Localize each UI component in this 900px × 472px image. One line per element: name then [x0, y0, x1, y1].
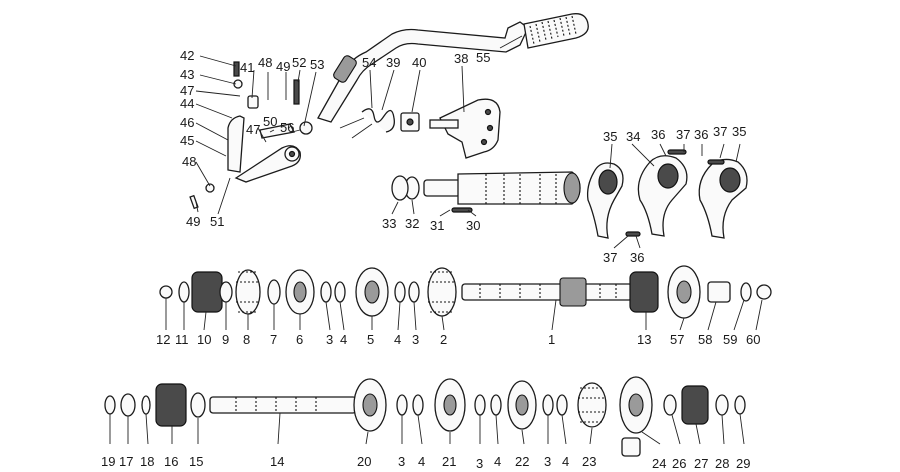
callout-49: 49: [186, 214, 200, 229]
callout-3: 3: [476, 456, 483, 471]
callout-37: 37: [676, 127, 690, 142]
callout-21: 21: [442, 454, 456, 469]
callout-3: 3: [326, 332, 333, 347]
callout-41: 41: [240, 60, 254, 75]
callout-36: 36: [630, 250, 644, 265]
callout-12: 12: [156, 332, 170, 347]
callout-35: 35: [732, 124, 746, 139]
callout-4: 4: [562, 454, 569, 469]
callout-52: 52: [292, 55, 306, 70]
callout-8: 8: [243, 332, 250, 347]
kickstart-lever: [317, 13, 589, 123]
leader-lines: [109, 35, 763, 445]
callout-19: 19: [101, 454, 115, 469]
selector-forks: [586, 149, 748, 239]
callout-4: 4: [394, 332, 401, 347]
callout-56: 56: [280, 120, 294, 135]
callout-50: 50: [263, 114, 277, 129]
callout-48: 48: [258, 55, 272, 70]
callout-44: 44: [180, 96, 194, 111]
callout-53: 53: [310, 57, 324, 72]
callout-43: 43: [180, 67, 194, 82]
callout-54: 54: [362, 55, 376, 70]
callout-35: 35: [603, 129, 617, 144]
callout-29: 29: [736, 456, 750, 471]
callout-40: 40: [412, 55, 426, 70]
callout-51: 51: [210, 214, 224, 229]
callout-37: 37: [713, 124, 727, 139]
lay-shaft-assembly: [104, 376, 746, 457]
callout-27: 27: [694, 456, 708, 471]
callout-26: 26: [672, 456, 686, 471]
callout-15: 15: [189, 454, 203, 469]
main-shaft-assembly: [159, 265, 772, 319]
callout-47: 47: [180, 83, 194, 98]
callout-31: 31: [430, 218, 444, 233]
callout-2: 2: [440, 332, 447, 347]
callout-14: 14: [270, 454, 284, 469]
callout-4: 4: [418, 454, 425, 469]
callout-3: 3: [398, 454, 405, 469]
callout-5: 5: [367, 332, 374, 347]
part-drawings: [104, 13, 772, 457]
callout-58: 58: [698, 332, 712, 347]
spring-part: [339, 108, 395, 139]
callout-36: 36: [694, 127, 708, 142]
callout-32: 32: [405, 216, 419, 231]
callout-18: 18: [140, 454, 154, 469]
callout-30: 30: [466, 218, 480, 233]
callout-37: 37: [603, 250, 617, 265]
callout-11: 11: [175, 332, 189, 347]
callout-34: 34: [626, 129, 640, 144]
callout-20: 20: [357, 454, 371, 469]
callout-23: 23: [582, 454, 596, 469]
selector-drum: [391, 171, 581, 213]
callout-46: 46: [180, 115, 194, 130]
callout-17: 17: [119, 454, 133, 469]
callout-4: 4: [340, 332, 347, 347]
callout-10: 10: [197, 332, 211, 347]
callout-6: 6: [296, 332, 303, 347]
callout-38: 38: [454, 51, 468, 66]
callout-60: 60: [746, 332, 760, 347]
callout-4: 4: [494, 454, 501, 469]
callout-48: 48: [182, 154, 196, 169]
callout-labels: 42 43 47 44 46 45 48 49 51 41 48 49 52 5…: [101, 48, 760, 471]
callout-57: 57: [670, 332, 684, 347]
callout-22: 22: [515, 454, 529, 469]
bracket-plate: [429, 98, 501, 159]
callout-1: 1: [548, 332, 555, 347]
linkage-arm: [189, 61, 313, 210]
callout-3: 3: [544, 454, 551, 469]
callout-16: 16: [164, 454, 178, 469]
callout-47: 47: [246, 122, 260, 137]
callout-9: 9: [222, 332, 229, 347]
callout-59: 59: [723, 332, 737, 347]
callout-28: 28: [715, 456, 729, 471]
callout-55: 55: [476, 50, 490, 65]
callout-3: 3: [412, 332, 419, 347]
callout-36: 36: [651, 127, 665, 142]
callout-24: 24: [652, 456, 666, 471]
callout-7: 7: [270, 332, 277, 347]
callout-33: 33: [382, 216, 396, 231]
callout-42: 42: [180, 48, 194, 63]
callout-39: 39: [386, 55, 400, 70]
callout-49: 49: [276, 59, 290, 74]
callout-13: 13: [637, 332, 651, 347]
callout-45: 45: [180, 133, 194, 148]
